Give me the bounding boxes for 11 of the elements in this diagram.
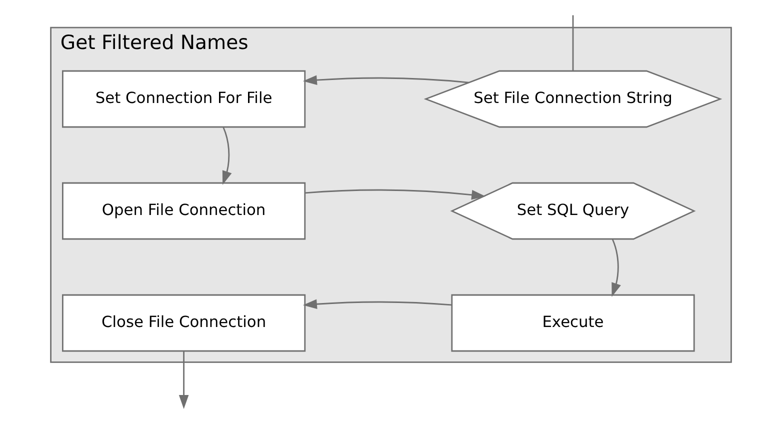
node-box: Execute xyxy=(451,294,695,352)
arrow xyxy=(222,127,232,185)
arrow xyxy=(178,351,189,410)
node-box: Set Connection For File xyxy=(62,70,306,128)
arrow xyxy=(305,189,486,200)
node-box: Close File Connection xyxy=(62,294,306,352)
arrow xyxy=(302,299,452,309)
arrow xyxy=(302,75,469,85)
connector xyxy=(572,15,574,71)
arrow xyxy=(612,239,621,297)
node-box: Open File Connection xyxy=(62,182,306,240)
